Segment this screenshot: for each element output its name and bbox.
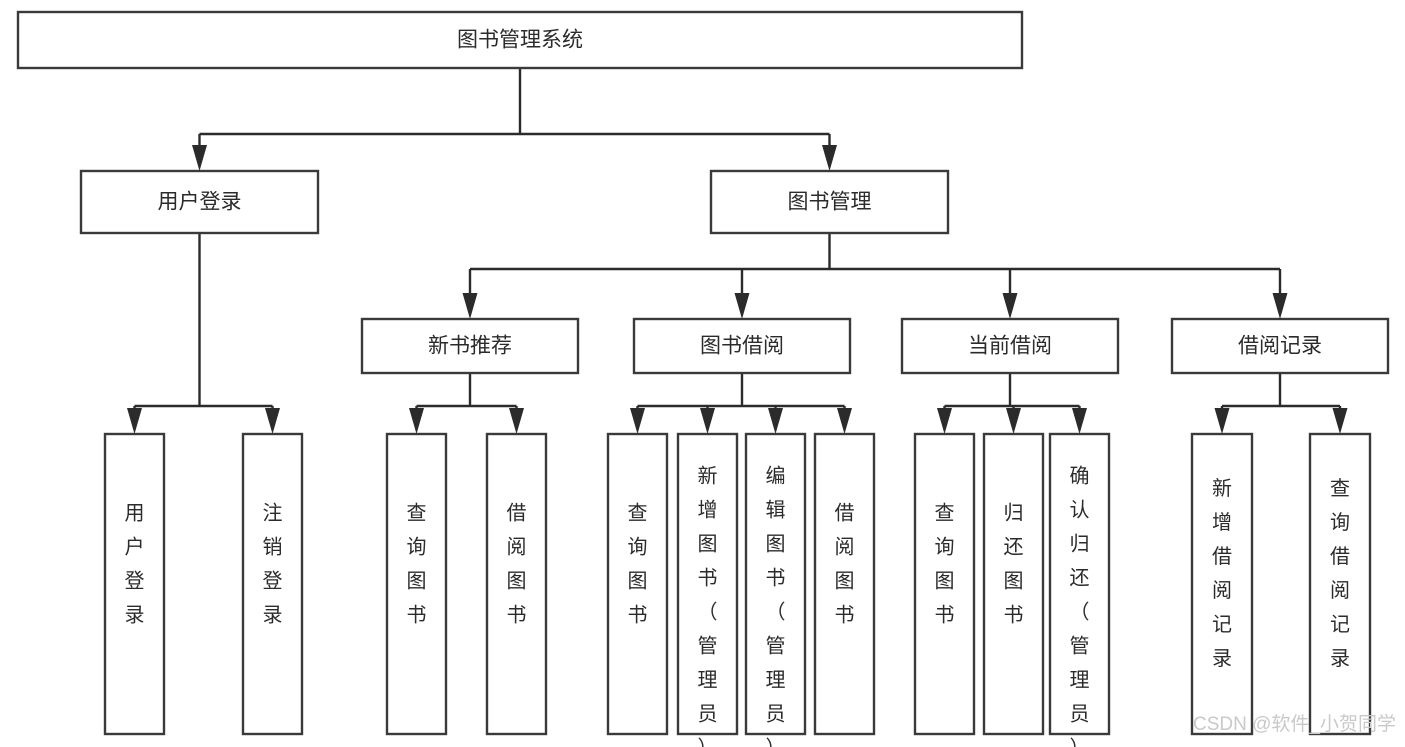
edge-group-new-book-rec [409,373,524,434]
node-box-new-book-rec[interactable] [360,317,580,375]
node-box-leaf-add-record[interactable] [1190,432,1254,736]
node-leaf-borrow-book[interactable]: 借阅图书 [813,432,876,736]
edge-group-book-borrow [630,373,852,434]
node-leaf-edit-book[interactable]: 编辑图书（管理员） [744,432,807,747]
node-box-root[interactable] [16,10,1024,70]
node-leaf-confirm-return[interactable]: 确认归还（管理员） [1048,432,1111,747]
node-box-leaf-return-book[interactable] [982,432,1045,736]
node-box-current-borrow[interactable] [900,317,1120,375]
node-leaf-user-login[interactable]: 用户登录 [103,432,166,736]
node-label-new-book-rec: 新书推荐 [428,335,512,358]
nodes-layer: 图书管理系统用户登录图书管理新书推荐图书借阅当前借阅借阅记录用户登录注销登录查询… [16,10,1390,747]
edge-arrowhead [265,408,280,434]
node-label-leaf-add-book: 新增图书（管理员） [698,465,718,747]
node-box-leaf-user-login[interactable] [103,432,166,736]
node-box-leaf-borrow-book-rec[interactable] [485,432,548,736]
edge-arrowhead [837,408,852,434]
edge-arrowhead [937,408,952,434]
node-book-manage[interactable]: 图书管理 [709,169,950,235]
edge-group-root [192,68,837,171]
node-box-leaf-logout[interactable] [241,432,304,736]
node-label-leaf-logout: 注销登录 [263,502,283,627]
node-box-leaf-query-book-borrow[interactable] [606,432,669,736]
edge-arrowhead [768,408,783,434]
node-box-leaf-borrow-book[interactable] [813,432,876,736]
node-label-leaf-user-login: 用户登录 [125,503,145,627]
node-label-leaf-edit-book: 编辑图书（管理员） [766,465,786,747]
node-box-leaf-confirm-return[interactable] [1048,432,1111,736]
edge-arrowhead [1002,293,1018,319]
edge-arrowhead [630,408,645,434]
node-leaf-return-book[interactable]: 归还图书 [982,432,1045,736]
csdn-watermark: CSDN @软件_小贺同学 [1193,713,1396,735]
node-box-leaf-query-record[interactable] [1308,432,1372,736]
node-leaf-query-record[interactable]: 查询借阅记录 [1308,432,1372,736]
node-label-borrow-record: 借阅记录 [1238,335,1322,358]
node-box-book-borrow[interactable] [632,317,852,375]
node-user-login[interactable]: 用户登录 [79,169,320,235]
node-leaf-add-record[interactable]: 新增借阅记录 [1190,432,1254,736]
edge-arrowhead [734,293,750,319]
node-root[interactable]: 图书管理系统 [16,10,1024,70]
node-label-leaf-borrow-book-rec: 借阅图书 [507,502,527,627]
node-box-leaf-edit-book[interactable] [744,432,807,736]
node-label-leaf-query-record: 查询借阅记录 [1330,477,1350,670]
node-box-borrow-record[interactable] [1170,317,1390,375]
node-label-book-manage: 图书管理 [788,191,872,214]
node-label-root: 图书管理系统 [457,29,583,52]
node-box-leaf-query-book-rec[interactable] [385,432,448,736]
edge-group-book-manage [462,233,1288,319]
node-box-book-manage[interactable] [709,169,950,235]
node-label-book-borrow: 图书借阅 [700,335,784,358]
edge-arrowhead [192,145,207,171]
node-label-leaf-add-record: 新增借阅记录 [1212,477,1232,670]
node-leaf-query-book-rec[interactable]: 查询图书 [385,432,448,736]
node-leaf-borrow-book-rec[interactable]: 借阅图书 [485,432,548,736]
edge-arrowhead [509,408,524,434]
edge-arrowhead [127,408,142,434]
node-box-leaf-add-book[interactable] [676,432,739,736]
node-book-borrow[interactable]: 图书借阅 [632,317,852,375]
edge-arrowhead [700,408,715,434]
edge-arrowhead [1072,408,1087,434]
node-borrow-record[interactable]: 借阅记录 [1170,317,1390,375]
edge-arrowhead [1006,408,1021,434]
node-current-borrow[interactable]: 当前借阅 [900,317,1120,375]
edge-arrowhead [1272,293,1288,319]
node-label-user-login: 用户登录 [158,191,242,214]
node-leaf-add-book[interactable]: 新增图书（管理员） [676,432,739,747]
node-box-user-login[interactable] [79,169,320,235]
edge-arrowhead [462,293,478,319]
node-leaf-logout[interactable]: 注销登录 [241,432,304,736]
node-label-leaf-query-book-current: 查询图书 [935,502,955,627]
node-label-leaf-query-book-borrow: 查询图书 [628,502,648,627]
edge-group-borrow-record [1214,373,1348,434]
edges-layer [127,68,1348,434]
node-label-leaf-confirm-return: 确认归还（管理员） [1070,465,1090,747]
edge-group-current-borrow [937,373,1087,434]
node-label-leaf-borrow-book: 借阅图书 [835,502,855,627]
node-label-current-borrow: 当前借阅 [968,335,1052,358]
node-leaf-query-book-borrow[interactable]: 查询图书 [606,432,669,736]
edge-arrowhead [1332,408,1348,434]
edge-arrowhead [409,408,424,434]
edge-group-user-login [127,233,280,434]
edge-arrowhead [822,145,837,171]
node-box-leaf-query-book-current[interactable] [913,432,976,736]
node-label-leaf-query-book-rec: 查询图书 [407,502,427,627]
node-new-book-rec[interactable]: 新书推荐 [360,317,580,375]
node-leaf-query-book-current[interactable]: 查询图书 [913,432,976,736]
node-label-leaf-return-book: 归还图书 [1004,502,1024,627]
edge-arrowhead [1214,408,1230,434]
